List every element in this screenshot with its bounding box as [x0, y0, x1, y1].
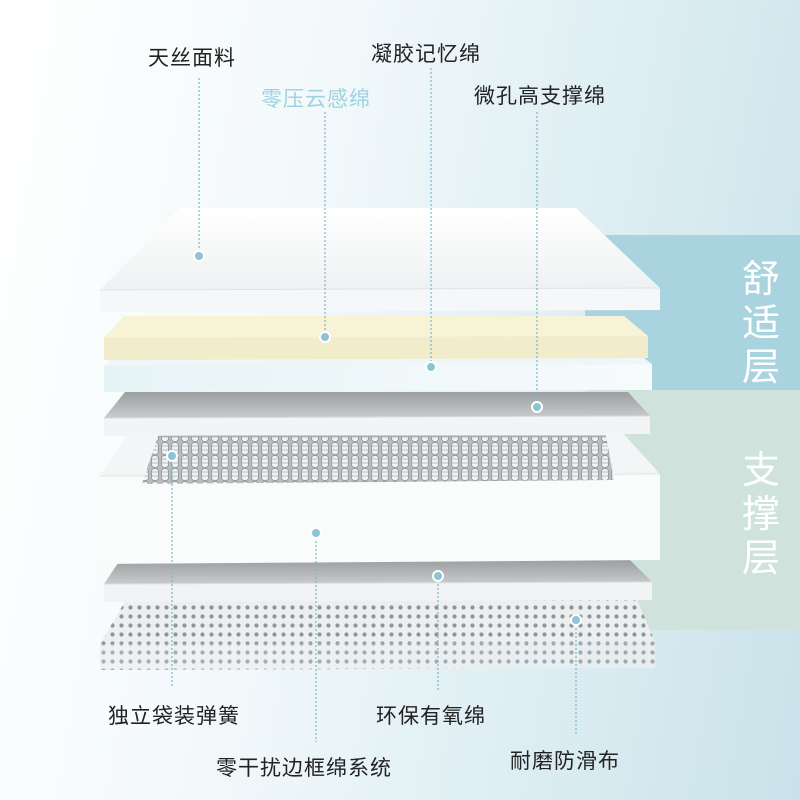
support-layer-title: 支 撑 层	[741, 448, 780, 580]
anti-slip-fabric-layer	[100, 597, 655, 670]
callout-dot-eco-foam	[432, 570, 444, 582]
label-tencel: 天丝面料	[148, 46, 236, 70]
callout-dot-zero-edge	[310, 527, 322, 539]
pocket-spring-layer	[99, 432, 661, 564]
callout-dot-micro-hole	[531, 401, 543, 413]
label-zero-edge: 零干扰边框绵系统	[216, 756, 392, 780]
callout-dot-gel-memory	[425, 361, 437, 373]
callout-dots	[166, 250, 582, 626]
callout-dot-anti-slip	[570, 614, 582, 626]
comfort-layer-title: 舒 适 层	[741, 257, 780, 389]
callout-dot-tencel	[193, 250, 205, 262]
tencel-cover-layer	[99, 208, 661, 312]
label-eco-foam: 环保有氧绵	[376, 704, 486, 728]
callout-lines	[171, 68, 577, 742]
label-micro-hole: 微孔高支撑绵	[474, 84, 606, 108]
callout-dot-zero-pressure	[319, 331, 331, 343]
label-pocket-spring: 独立袋装弹簧	[108, 704, 240, 728]
label-zero-pressure: 零压云感绵	[261, 87, 371, 111]
micro-hole-foam-layer	[103, 392, 651, 436]
eco-foam-layer	[103, 560, 653, 602]
callout-dot-pocket-spring	[166, 450, 178, 462]
zero-pressure-foam-layer	[104, 316, 648, 360]
label-gel-memory: 凝胶记忆绵	[371, 42, 481, 66]
label-anti-slip: 耐磨防滑布	[510, 749, 620, 773]
